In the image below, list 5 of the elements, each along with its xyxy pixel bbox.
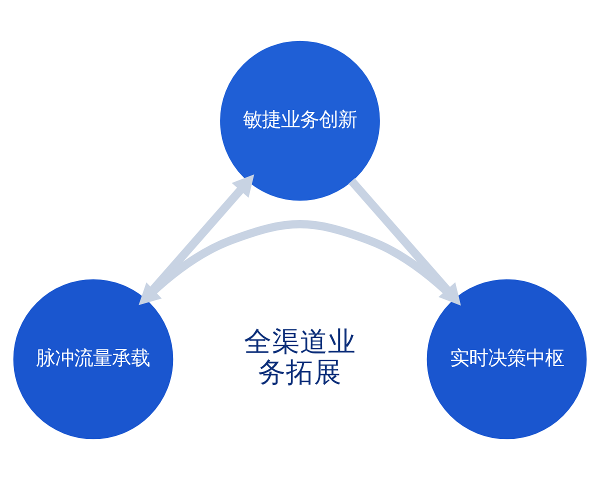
node-circle: 实时决策中枢: [426, 279, 587, 440]
node-circle: 脉冲流量承载: [13, 279, 174, 440]
arrow: [348, 178, 461, 306]
label: 全渠道业务拓展: [244, 326, 356, 388]
node-circle: 敏捷业务创新: [220, 40, 380, 201]
